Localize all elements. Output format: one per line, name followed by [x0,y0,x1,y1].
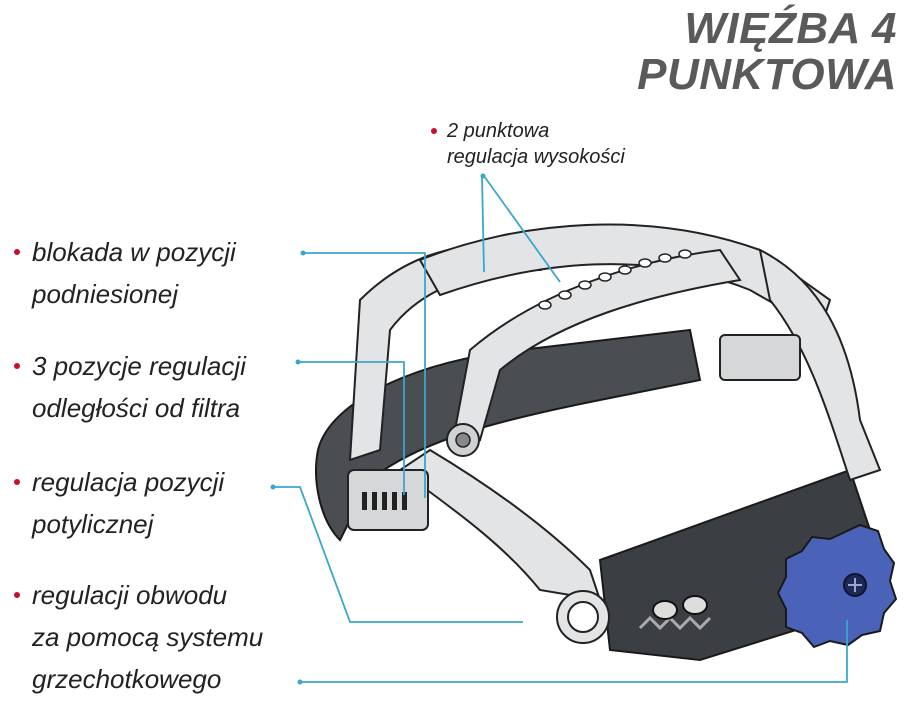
label-circumference-line2: za pomocą systemu [32,622,264,652]
bullet-dot [14,479,20,485]
leader-endpoints [270,173,486,685]
title-line1: WIĘŹBA 4 [684,4,897,53]
leader-lines [273,175,848,683]
label-lock-line1: blokada w pozycji [32,237,236,267]
label-occipital-line2: potylicznej [32,509,154,539]
label-circumference-line1: regulacji obwodu [32,580,228,610]
bullet-dot [14,363,20,369]
leader-lock [303,252,426,498]
label-distance-line1: 3 pozycje regulacji [32,351,246,381]
adjuster-notches [362,492,407,510]
title-line2: PUNKTOWA [637,50,897,99]
leader-height-a [481,175,485,273]
lower-side-frame [398,448,602,602]
label-height-line2: regulacja wysokości [447,146,625,168]
bullet-dot [431,128,437,134]
label-occipital-line1: regulacja pozycji [32,467,225,497]
band-slots [538,249,692,310]
bullet-dot [14,592,20,598]
bullet-dot [14,249,20,255]
leader-height-b [483,175,561,283]
leader-circumference [300,620,848,683]
knob-screw-cross [848,578,862,592]
distance-adjuster [347,469,429,531]
label-height-line1: 2 punktowa [447,120,550,142]
ratchet-teeth [638,615,712,631]
diagonal-band [453,248,742,442]
front-adjuster [719,334,801,381]
label-distance-line2: odległości od filtra [32,393,241,423]
label-circumference-line3: grzechotkowego [32,664,222,694]
label-filter-distance: 3 pozycje regulacji odległości od filtra [14,345,246,429]
leader-distance [298,361,405,495]
label-height-adjust: 2 punktowa regulacja wysokości [431,118,625,170]
ratchet-hole-1 [652,600,678,620]
label-circumference: regulacji obwodu za pomocą systemu grzec… [14,574,263,700]
ratchet-knob [776,523,898,649]
ratchet-hole-2 [682,595,708,615]
label-lock-raised: blokada w pozycji podniesionej [14,231,236,315]
center-pivot-screw [455,432,471,448]
pivot-ring-inner [567,601,599,633]
label-lock-line2: podniesionej [32,279,179,309]
label-occipital: regulacja pozycji potylicznej [14,461,224,545]
leader-occipital [273,486,523,623]
